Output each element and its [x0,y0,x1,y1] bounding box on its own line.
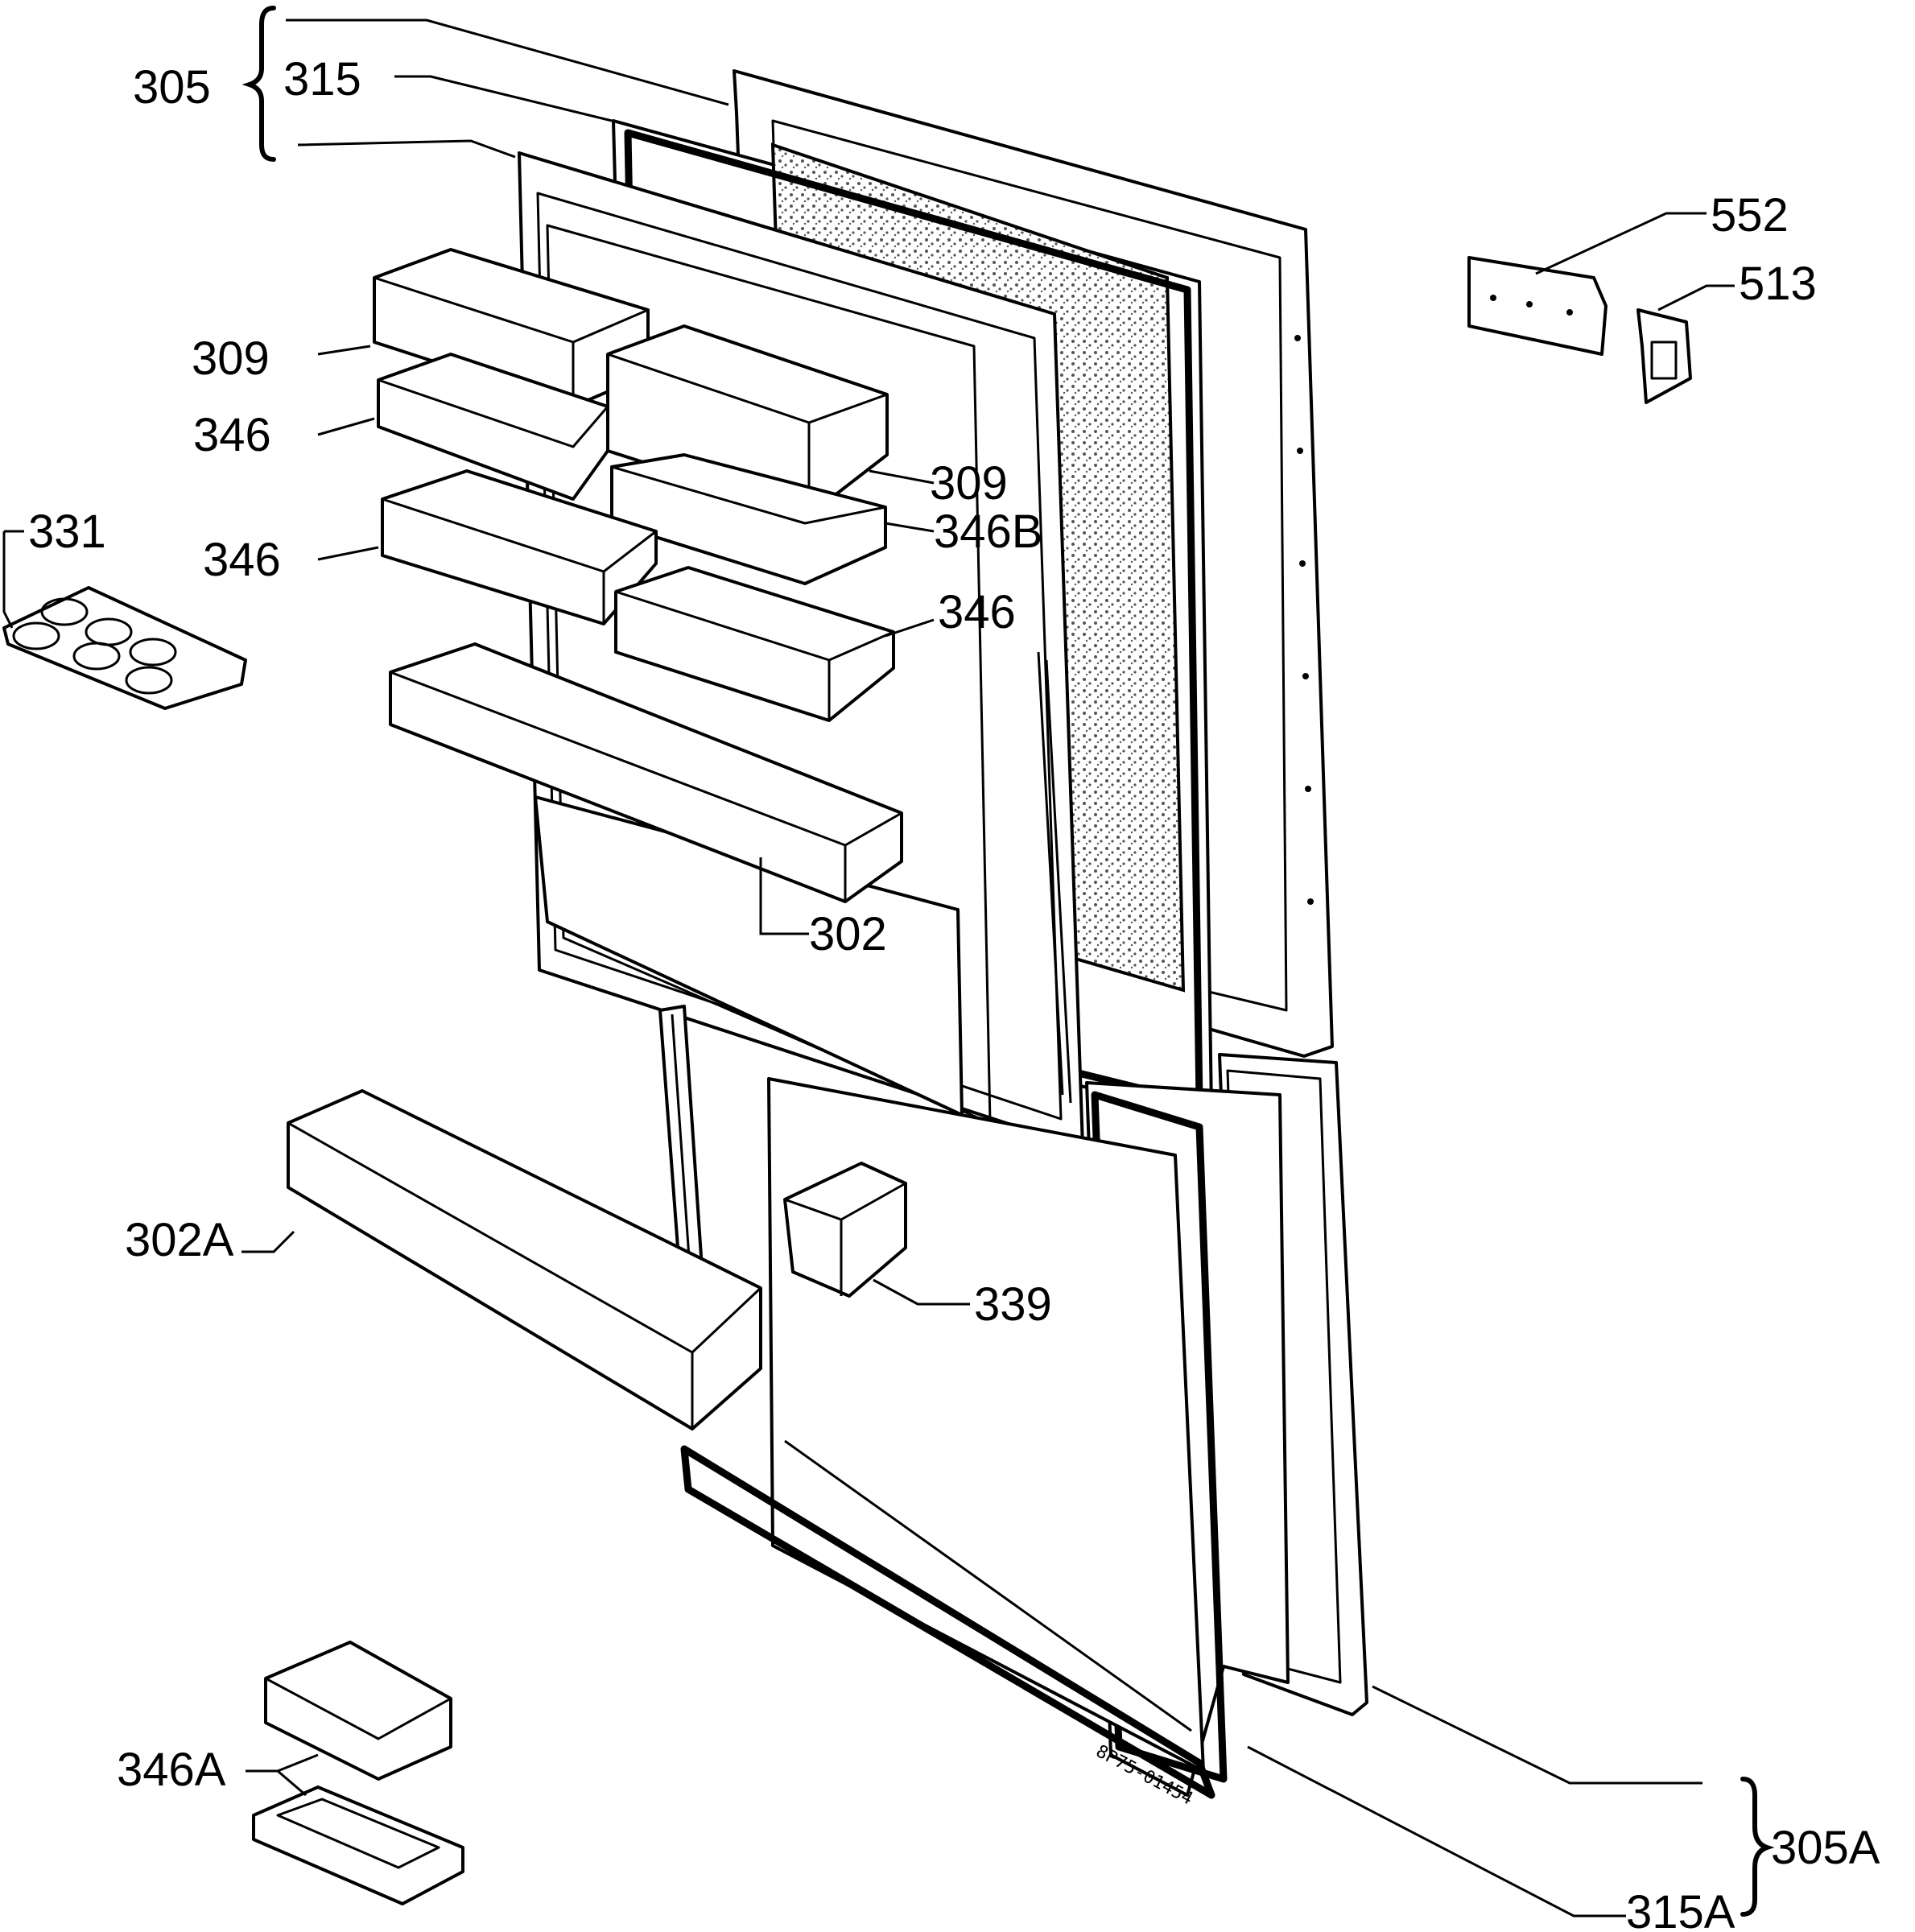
small-door-balcony-right [614,566,895,722]
brace-305A [1740,1777,1775,1917]
label-302A: 302A [125,1214,234,1266]
label-331: 331 [28,506,106,558]
bottle-shelf-lower [287,1089,762,1430]
label-315A: 315A [1626,1886,1735,1932]
panel-screw-holes [1294,335,1314,905]
brace-305 [241,6,276,162]
label-305: 305 [133,61,211,114]
lower-door-inner-liner [680,1077,1215,1799]
label-309-left: 309 [192,332,270,385]
label-315: 315 [283,53,361,105]
label-305A: 305A [1771,1822,1880,1874]
small-door-balcony-left [381,469,658,625]
label-302: 302 [809,908,887,960]
hinge-cover [1467,256,1608,356]
leader-lines [2,19,1735,1918]
hinge-bracket [1636,308,1692,404]
label-339: 339 [974,1278,1052,1331]
egg-tray [2,586,247,710]
label-513: 513 [1739,258,1817,310]
label-346-right: 346 [938,586,1016,638]
butter-dish-tray [252,1785,464,1905]
butter-dish-cover [264,1641,452,1781]
label-346-upper: 346 [193,409,271,461]
label-346-middle: 346 [203,534,281,586]
label-552: 552 [1711,189,1789,242]
label-346B: 346B [934,506,1042,558]
label-309-right: 309 [930,457,1008,510]
label-346A: 346A [117,1744,226,1796]
bottle-shelf-upper [389,642,903,903]
door-small-compartment [783,1162,907,1298]
